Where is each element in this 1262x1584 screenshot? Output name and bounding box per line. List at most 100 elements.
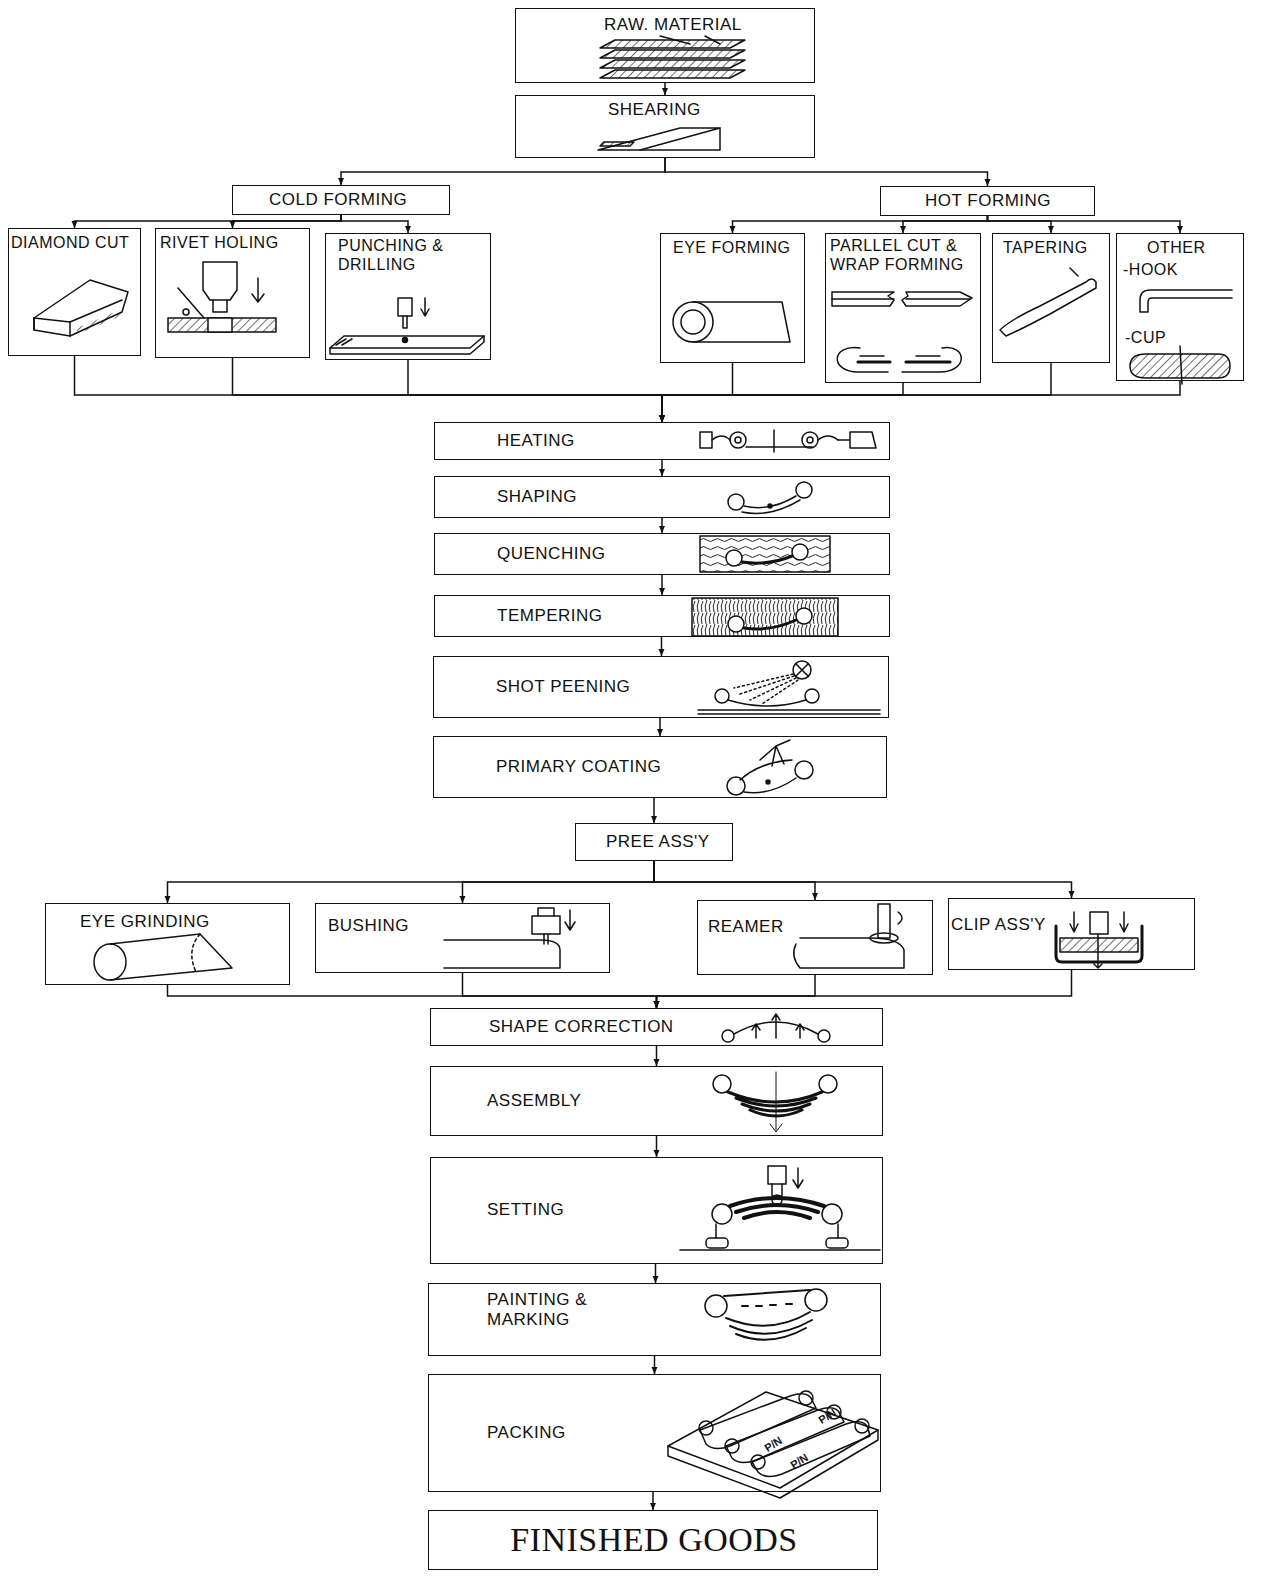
flow-connector: [662, 381, 1180, 422]
process-box: RAW. MATERIAL: [515, 8, 815, 83]
flow-connector: [233, 358, 663, 422]
node-text: SHAPE CORRECTION: [489, 1017, 674, 1037]
process-box: PREE ASS'Y: [575, 823, 733, 861]
shot-peening: [698, 661, 880, 714]
node-text: EYE FORMING: [673, 238, 791, 257]
process-box: RIVET HOLING: [155, 228, 310, 358]
node-text: SHEARING: [608, 100, 701, 120]
flow-connector: [341, 215, 408, 233]
flow-connector: [661, 518, 663, 533]
process-box: DIAMOND CUT: [8, 228, 141, 356]
node-text: ASSEMBLY: [487, 1091, 581, 1111]
drilled-plate: [330, 298, 484, 354]
flow-connector: [653, 798, 655, 823]
coating-spray: [727, 740, 813, 795]
heating-spring: [700, 430, 876, 452]
clip-press: [1056, 912, 1142, 968]
group-header: HOT FORMING: [880, 186, 1095, 216]
flow-connector: [661, 575, 663, 595]
node-text: PRIMARY COATING: [496, 757, 661, 777]
node-text: FINISHED GOODS: [510, 1520, 798, 1561]
flow-connector: [659, 718, 661, 736]
flow-connector: [657, 975, 816, 1008]
process-box: SHOT PEENING: [433, 656, 889, 718]
node-text: PUNCHING & DRILLING: [338, 236, 486, 274]
eye-roll: [673, 302, 790, 342]
flow-connector: [662, 363, 733, 422]
flow-connector: [664, 83, 666, 95]
flow-connector: [988, 216, 1181, 233]
correction-arc: [722, 1014, 830, 1042]
node-text: OTHER: [1147, 238, 1206, 257]
group-header: COLD FORMING: [232, 185, 450, 215]
part-number: P/N: [788, 1451, 810, 1471]
flow-connector: [75, 356, 663, 422]
setting-press: [680, 1166, 880, 1250]
node-text: PREE ASS'Y: [606, 832, 710, 852]
flow-connector: [662, 363, 1051, 422]
flow-connector: [656, 1046, 658, 1066]
process-box: EYE GRINDING: [45, 903, 290, 985]
process-box: CLIP ASS'Y: [948, 898, 1195, 970]
process-box: HEATING: [434, 422, 890, 460]
process-box: PARLLEL CUT & WRAP FORMING: [825, 233, 981, 383]
process-box: EYE FORMING: [660, 233, 805, 363]
node-text: REAMER: [708, 917, 784, 937]
node-text: SETTING: [487, 1200, 564, 1220]
assembled-spring: [713, 1072, 837, 1132]
parallel-cut-bar: [832, 292, 972, 372]
packed-pallet: [668, 1391, 878, 1498]
flow-connector: [408, 360, 662, 422]
flow-connector: [75, 215, 342, 228]
tempering-furnace: [692, 598, 838, 636]
result-box: FINISHED GOODS: [428, 1510, 878, 1570]
node-text: -CUP: [1125, 328, 1166, 347]
flow-connector: [168, 861, 655, 903]
quench-tank: [700, 536, 830, 572]
sheared-bar: [598, 128, 720, 150]
eye-grinding-roll: [94, 934, 232, 980]
flow-connector: [661, 460, 663, 476]
flow-connector: [733, 216, 988, 233]
flow-connector: [665, 158, 988, 186]
node-text: RIVET HOLING: [160, 233, 279, 252]
node-text: TEMPERING: [497, 606, 603, 626]
node-text: HEATING: [497, 431, 575, 451]
node-text: PAINTING & MARKING: [487, 1290, 607, 1331]
process-box: BUSHING: [315, 903, 610, 973]
rivet-press: [168, 262, 276, 332]
shaped-spring: [728, 482, 812, 514]
process-box: TAPERING: [992, 233, 1110, 363]
flow-connector: [662, 383, 903, 422]
flow-connector: [341, 158, 665, 185]
process-box: PAINTING & MARKING: [428, 1283, 881, 1356]
node-text: RAW. MATERIAL: [604, 15, 742, 35]
flow-connector: [654, 861, 1072, 898]
process-box: REAMER: [697, 900, 933, 975]
node-text: BUSHING: [328, 916, 409, 936]
process-box: OTHER -HOOK -CUP: [1116, 233, 1244, 381]
flow-connector: [652, 1492, 654, 1510]
node-text: DIAMOND CUT: [11, 233, 129, 252]
diamond-cut-plate: [34, 280, 128, 336]
flow-connector: [656, 1136, 658, 1157]
bushing-press: [444, 908, 575, 968]
tapered-leaf: [1000, 268, 1096, 336]
node-text: CLIP ASS'Y: [951, 915, 1046, 935]
node-text: QUENCHING: [497, 544, 605, 564]
node-text: PARLLEL CUT & WRAP FORMING: [830, 236, 976, 274]
node-text: EYE GRINDING: [80, 912, 210, 932]
node-text: SHAPING: [497, 487, 577, 507]
flow-connector: [463, 973, 657, 1008]
process-box: ASSEMBLY: [430, 1066, 883, 1136]
process-box: PUNCHING & DRILLING: [325, 233, 491, 360]
flow-connector: [988, 216, 1052, 233]
node-text: -HOOK: [1123, 260, 1178, 279]
process-box: PRIMARY COATING: [433, 736, 887, 798]
process-box: QUENCHING: [434, 533, 890, 575]
flow-connector: [661, 637, 663, 656]
process-box: SHAPING: [434, 476, 890, 518]
node-text: TAPERING: [1003, 238, 1088, 257]
flow-connector: [463, 861, 655, 903]
